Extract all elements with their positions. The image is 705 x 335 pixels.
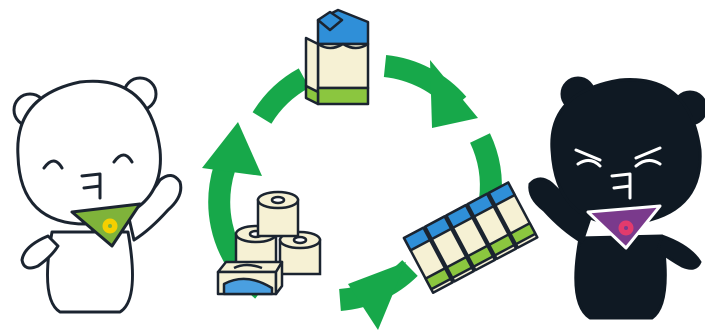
- toilet-paper-icon: [234, 190, 322, 276]
- tissue-box-icon: [216, 260, 284, 296]
- arrow-head-bottom: [348, 262, 406, 330]
- recycle-arrow-topleft: [252, 68, 310, 125]
- arrow-head-left: [202, 122, 262, 176]
- milk-carton-icon: [304, 8, 370, 106]
- recycle-arrow-right: [469, 133, 502, 202]
- arrow-head-top: [430, 60, 478, 128]
- black-bear-mascot: [528, 76, 705, 320]
- flattened-cartons-icon: [402, 181, 539, 294]
- white-bear-mascot: [12, 76, 183, 314]
